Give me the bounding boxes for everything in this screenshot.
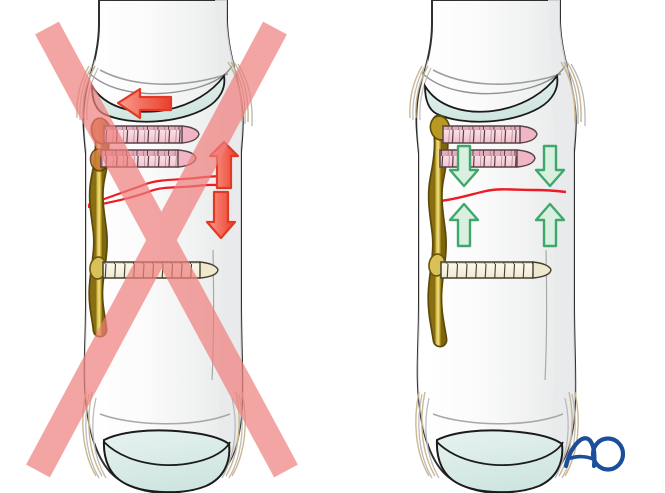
articular-cartilage-distal — [102, 429, 231, 493]
compression-arrow-down-inner — [448, 144, 480, 188]
distraction-arrow-down — [205, 190, 237, 240]
screw-tip — [519, 125, 538, 144]
tendon-strands-proximal-right — [560, 61, 582, 123]
screw-proximal-2 — [439, 149, 536, 168]
compression-arrow-down-outer — [534, 144, 566, 188]
capsule-strands-distal-left — [418, 393, 440, 479]
arrow-down-glyph — [534, 144, 566, 188]
tendon-strands-distal-right — [558, 391, 579, 477]
distal-contour-line — [99, 413, 231, 425]
distal-joint-group — [415, 391, 579, 493]
bone-highlight-left — [417, 0, 431, 493]
arrow-up-glyph — [534, 202, 566, 248]
fracture-edge-distal — [87, 183, 229, 209]
capsule-strands-proximal-left — [412, 65, 432, 121]
tendon-strands-proximal-left — [409, 65, 429, 119]
screw-shaft — [440, 261, 549, 279]
ao-logo — [563, 436, 626, 472]
capsule-strands-distal-right — [554, 393, 576, 479]
screw-tip — [516, 149, 536, 168]
distal-contour-line — [432, 413, 564, 425]
correct-technique-panel — [409, 0, 586, 493]
distal-joint-group — [82, 391, 246, 493]
arrow-left-glyph — [116, 87, 173, 120]
fracture-edge-proximal — [87, 174, 229, 207]
articular-cartilage-distal — [435, 429, 564, 493]
tendon-strands-distal-left — [415, 391, 436, 477]
screw-proximal-1 — [103, 125, 200, 144]
articular-cartilage-proximal — [424, 73, 559, 123]
screw-tip — [532, 261, 552, 279]
screw-tip — [199, 261, 219, 279]
cartilage-displacement-arrow — [116, 87, 173, 120]
arrow-up-glyph — [448, 202, 480, 248]
bone-shadow-right — [547, 0, 576, 493]
cartilage-crescent-distal — [103, 441, 231, 466]
x-cross-icon — [26, 21, 298, 478]
logo-letter-a-bar — [569, 454, 595, 461]
fracture-edge — [439, 188, 567, 203]
compression-arrow-up-outer — [534, 202, 566, 248]
compression-arrow-up-inner — [448, 202, 480, 248]
x-stroke-down-left — [26, 21, 287, 478]
phalanx-bone — [409, 0, 586, 493]
capsule-strands-proximal-right — [563, 61, 586, 127]
screw-proximal-1 — [442, 125, 538, 144]
condyle-line-proximal — [99, 69, 229, 85]
arrow-down-glyph — [448, 144, 480, 188]
arrow-down-glyph — [205, 190, 237, 240]
screw-distal-1 — [440, 261, 552, 279]
fracture-line-compressed — [439, 188, 567, 203]
logo-letter-o — [590, 436, 626, 472]
fracture-line-gapped — [87, 174, 229, 209]
cartilage-crescent-distal — [436, 441, 564, 466]
bone-shading — [417, 0, 576, 493]
screw-tip — [181, 125, 200, 144]
condyle-line-proximal — [432, 69, 562, 85]
